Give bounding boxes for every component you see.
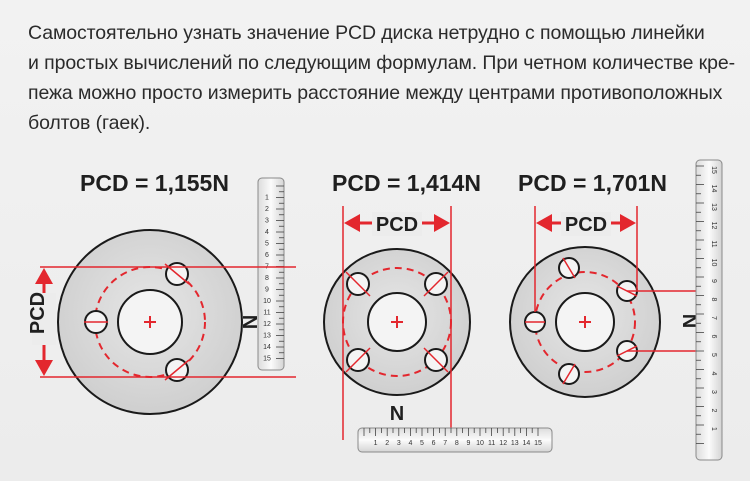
ruler-tick-label: 5 bbox=[420, 440, 424, 447]
ruler-tick-label: 7 bbox=[443, 440, 447, 447]
ruler-tick-label: 8 bbox=[265, 275, 269, 282]
formula-5-bolt: PCD = 1,701N bbox=[518, 170, 667, 196]
ruler-tick-label: 9 bbox=[466, 440, 470, 447]
intro-line-4: болтов (гаек). bbox=[28, 112, 151, 134]
ruler-tick-label: 11 bbox=[263, 310, 270, 317]
ruler-tick-label: 15 bbox=[534, 440, 542, 447]
center-plus-icon bbox=[579, 316, 591, 328]
ruler-tick-label: 12 bbox=[499, 440, 507, 447]
ruler-tick-label: 6 bbox=[265, 252, 269, 259]
ruler-tick-label: 9 bbox=[710, 279, 717, 283]
ruler-tick-label: 5 bbox=[265, 241, 269, 248]
ruler-tick-label: 2 bbox=[385, 440, 389, 447]
ruler-tick-label: 10 bbox=[476, 440, 484, 447]
ruler-tick-label: 11 bbox=[488, 440, 495, 447]
ruler-tick-label: 13 bbox=[263, 333, 271, 340]
ruler-tick-label: 3 bbox=[265, 218, 269, 225]
ruler-tick-label: 12 bbox=[263, 321, 271, 328]
ruler-tick-label: 13 bbox=[710, 203, 717, 211]
ruler-tick-label: 4 bbox=[408, 440, 412, 447]
ruler-tick-label: 14 bbox=[263, 344, 271, 351]
formula-4-bolt: PCD = 1,414N bbox=[332, 170, 481, 196]
pcd-label-3: PCD bbox=[565, 214, 607, 236]
pcd-arrow-3 bbox=[536, 212, 636, 236]
center-plus-icon bbox=[391, 316, 403, 328]
ruler-tick-label: 9 bbox=[265, 287, 269, 294]
ruler-tick-label: 13 bbox=[511, 440, 519, 447]
n-label-3: N bbox=[678, 314, 700, 328]
pcd-label-2: PCD bbox=[376, 214, 418, 236]
ruler-tick-label: 12 bbox=[710, 222, 717, 230]
ruler-tick-label: 10 bbox=[710, 259, 717, 267]
ruler-tick-label: 6 bbox=[432, 440, 436, 447]
pcd-label-1: PCD bbox=[27, 292, 49, 334]
bolt-holes-1 bbox=[84, 262, 190, 382]
ruler-tick-label: 3 bbox=[397, 440, 401, 447]
ruler-tick-label: 14 bbox=[710, 185, 717, 193]
ruler-tick-label: 2 bbox=[710, 409, 717, 413]
intro-line-2: и простых вычислений по следующим формул… bbox=[28, 52, 735, 74]
ruler-tick-label: 4 bbox=[710, 372, 717, 376]
ruler-tick-label: 1 bbox=[374, 440, 378, 447]
n-label-2: N bbox=[390, 403, 404, 425]
ruler-tick-label: 15 bbox=[710, 166, 717, 174]
ruler-tick-label: 8 bbox=[455, 440, 459, 447]
ruler-tick-label: 6 bbox=[710, 335, 717, 339]
ruler-tick-label: 1 bbox=[265, 195, 269, 202]
intro-line-3: пежа можно просто измерить расстояние ме… bbox=[28, 82, 723, 104]
ruler-tick-label: 11 bbox=[710, 240, 717, 247]
center-plus-icon bbox=[144, 316, 156, 328]
pcd-arrow-2 bbox=[344, 212, 450, 236]
n-label-1: N bbox=[238, 315, 260, 329]
ruler-tick-label: 14 bbox=[523, 440, 531, 447]
ruler-tick-label: 4 bbox=[265, 229, 269, 236]
ruler-tick-label: 15 bbox=[263, 356, 271, 363]
intro-text: Самостоятельно узнать значение PCD диска… bbox=[28, 18, 735, 138]
formula-3-bolt: PCD = 1,155N bbox=[80, 170, 229, 196]
ruler-tick-label: 7 bbox=[710, 316, 717, 320]
ruler-tick-label: 10 bbox=[263, 298, 271, 305]
ruler-tick-label: 2 bbox=[265, 206, 269, 213]
ruler-tick-label: 8 bbox=[710, 298, 717, 302]
ruler-tick-label: 1 bbox=[710, 427, 717, 431]
bolt-holes-2 bbox=[345, 271, 449, 373]
ruler-tick-label: 5 bbox=[710, 353, 717, 357]
intro-line-1: Самостоятельно узнать значение PCD диска… bbox=[28, 22, 705, 44]
ruler-tick-label: 3 bbox=[710, 390, 717, 394]
pcd-arrow-1 bbox=[32, 268, 56, 376]
